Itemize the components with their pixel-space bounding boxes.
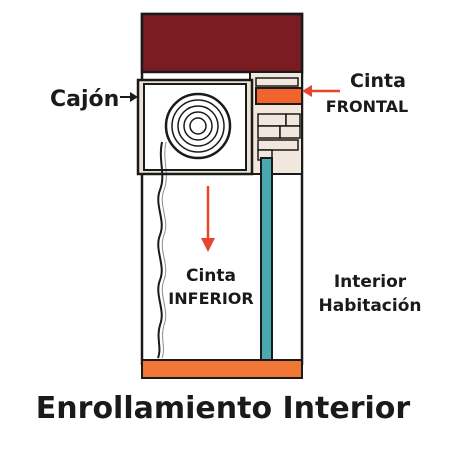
wall-bricks xyxy=(255,77,301,161)
roller xyxy=(164,92,232,160)
lintel xyxy=(140,12,304,74)
guide-rail xyxy=(260,157,273,361)
diagram-title: Enrollamiento Interior xyxy=(36,391,411,426)
label-cinta-inferior-1: Cinta xyxy=(186,266,236,286)
cinta-frontal-band xyxy=(255,87,303,105)
label-interior-2: Habitación xyxy=(319,296,422,316)
window-sill xyxy=(141,359,303,379)
strap-cord xyxy=(157,141,164,359)
label-cajon: Cajón xyxy=(50,87,119,112)
label-interior-1: Interior xyxy=(334,272,407,292)
label-cinta-frontal-1: Cinta xyxy=(350,70,406,92)
label-cinta-inferior-2: INFERIOR xyxy=(168,289,253,308)
label-cinta-frontal-2: FRONTAL xyxy=(326,97,409,116)
